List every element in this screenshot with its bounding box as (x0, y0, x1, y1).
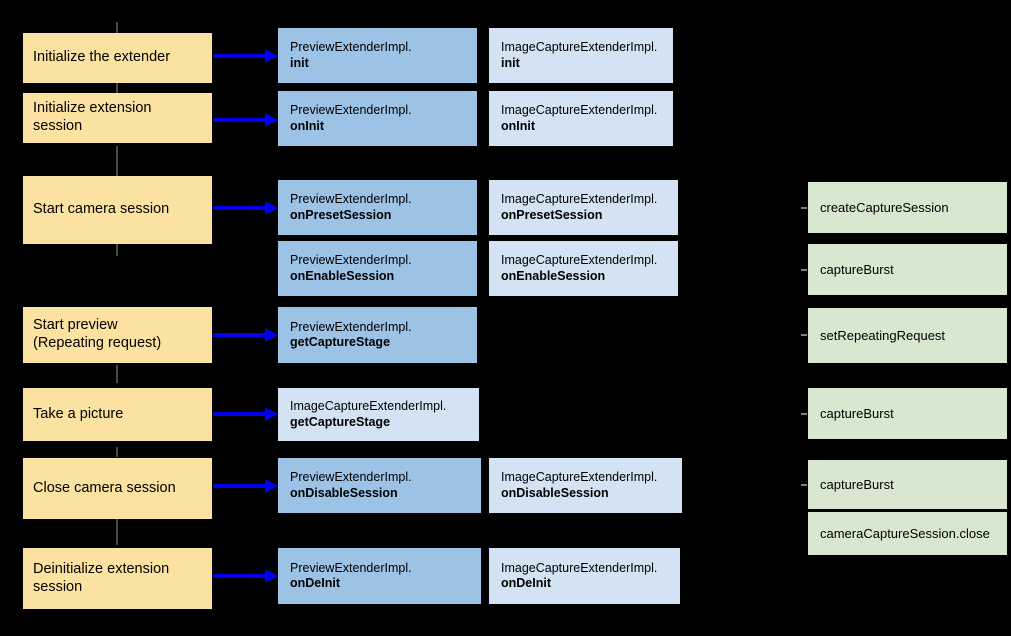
method-box-ic-ondisablesession[interactable]: ImageCaptureExtenderImpl. onDisableSessi… (489, 458, 682, 513)
stage-box-take-picture[interactable]: Take a picture (23, 388, 212, 441)
method-name-label: onEnableSession (501, 268, 606, 283)
stage-label-line: Close camera session (33, 479, 176, 496)
method-name-label: init (501, 55, 520, 70)
method-name-label: onPresetSession (290, 207, 392, 222)
method-class-label: ImageCaptureExtenderImpl. (501, 103, 658, 118)
guide-mark (116, 365, 118, 383)
camera2-box-createcapturesession[interactable]: createCaptureSession (808, 182, 1007, 233)
stage-box-start-preview[interactable]: Start preview (Repeating request) (23, 307, 212, 363)
method-class-label: PreviewExtenderImpl. (290, 103, 412, 118)
camera2-call-label: createCaptureSession (820, 199, 949, 215)
camera2-box-captureburst-3[interactable]: captureBurst (808, 460, 1007, 509)
method-name-label: getCaptureStage (290, 335, 391, 349)
stage-label-line: (Repeating request) (33, 335, 162, 351)
method-class-label: PreviewExtenderImpl. (290, 40, 412, 55)
guide-mark (116, 146, 118, 176)
camera2-box-captureburst-2[interactable]: captureBurst (808, 388, 1007, 439)
stage-box-deinit-session[interactable]: Deinitialize extension session (23, 548, 212, 609)
camera2-call-label: cameraCaptureSession.close (820, 525, 990, 541)
method-class-label: PreviewExtenderImpl. (290, 192, 412, 207)
method-name-label: onDisableSession (290, 485, 398, 500)
method-name-label: onInit (290, 118, 325, 133)
method-box-ic-init[interactable]: ImageCaptureExtenderImpl. init (489, 28, 673, 83)
method-class-label: PreviewExtenderImpl. (290, 470, 412, 485)
method-class-label: ImageCaptureExtenderImpl. (501, 192, 658, 207)
camera2-box-captureburst-1[interactable]: captureBurst (808, 244, 1007, 295)
method-class-label: ImageCaptureExtenderImpl. (501, 40, 658, 55)
method-box-ic-getcapturestage[interactable]: ImageCaptureExtenderImpl. getCaptureStag… (278, 388, 479, 441)
method-box-pe-ondeinit[interactable]: PreviewExtenderImpl. onDeInit (278, 548, 481, 604)
method-name-label: onDeInit (501, 576, 551, 590)
connector-tick (801, 269, 807, 271)
method-name-label: onDisableSession (501, 485, 609, 500)
stage-label-line: Take a picture (33, 405, 124, 422)
method-class-label: ImageCaptureExtenderImpl. (501, 253, 658, 268)
method-class-label: ImageCaptureExtenderImpl. (501, 560, 658, 575)
stage-box-init-extender[interactable]: Initialize the extender (23, 33, 212, 83)
method-name-label: onInit (501, 118, 536, 133)
guide-mark (116, 519, 118, 545)
stage-label-line: Start camera session (33, 201, 170, 218)
stage-box-close-session[interactable]: Close camera session (23, 458, 212, 519)
connector-tick (801, 413, 807, 415)
stage-label-line: session (33, 578, 83, 595)
camera2-box-camerasessionclose[interactable]: cameraCaptureSession.close (808, 512, 1007, 555)
guide-mark (116, 83, 118, 93)
camera2-call-label: captureBurst (820, 405, 894, 421)
connector-tick (801, 484, 807, 486)
camera2-call-label: captureBurst (820, 261, 894, 277)
stage-label-line: Initialize extension (33, 100, 152, 117)
stage-label-line: Deinitialize extension (33, 560, 170, 577)
method-name-label: init (290, 55, 309, 70)
stage-box-init-session[interactable]: Initialize extension session (23, 93, 212, 143)
connector-tick (801, 334, 807, 336)
method-box-ic-ondeinit[interactable]: ImageCaptureExtenderImpl. onDeInit (489, 548, 680, 604)
method-box-ic-oninit[interactable]: ImageCaptureExtenderImpl. onInit (489, 91, 673, 146)
guide-mark (116, 244, 118, 256)
method-box-pe-init[interactable]: PreviewExtenderImpl. init (278, 28, 477, 83)
guide-mark (116, 22, 118, 34)
guide-mark (116, 447, 118, 457)
stage-label-line: session (33, 118, 83, 134)
method-box-ic-onpresetsession[interactable]: ImageCaptureExtenderImpl. onPresetSessio… (489, 180, 678, 235)
connector-tick (801, 207, 807, 209)
method-box-pe-onenablesession[interactable]: PreviewExtenderImpl. onEnableSession (278, 241, 477, 296)
method-box-pe-oninit[interactable]: PreviewExtenderImpl. onInit (278, 91, 477, 146)
camera2-call-label: setRepeatingRequest (820, 327, 946, 343)
method-box-pe-onpresetsession[interactable]: PreviewExtenderImpl. onPresetSession (278, 180, 477, 235)
method-class-label: ImageCaptureExtenderImpl. (290, 399, 447, 414)
method-box-ic-onenablesession[interactable]: ImageCaptureExtenderImpl. onEnableSessio… (489, 241, 678, 296)
camera2-box-setrepeatingrequest[interactable]: setRepeatingRequest (808, 308, 1007, 363)
method-box-pe-ondisablesession[interactable]: PreviewExtenderImpl. onDisableSession (278, 458, 481, 513)
stage-box-start-session[interactable]: Start camera session (23, 176, 212, 244)
method-class-label: PreviewExtenderImpl. (290, 319, 412, 334)
camera2-call-label: captureBurst (820, 476, 894, 492)
method-name-label: onEnableSession (290, 268, 395, 283)
method-name-label: onDeInit (290, 576, 340, 590)
method-box-pe-getcapturestage[interactable]: PreviewExtenderImpl. getCaptureStage (278, 307, 477, 363)
method-name-label: getCaptureStage (290, 414, 391, 429)
stage-label-line: Initialize the extender (33, 49, 171, 66)
method-name-label: onPresetSession (501, 207, 603, 222)
method-class-label: ImageCaptureExtenderImpl. (501, 470, 658, 485)
method-class-label: PreviewExtenderImpl. (290, 253, 412, 268)
method-class-label: PreviewExtenderImpl. (290, 560, 412, 575)
stage-label-line: Start preview (33, 317, 118, 334)
